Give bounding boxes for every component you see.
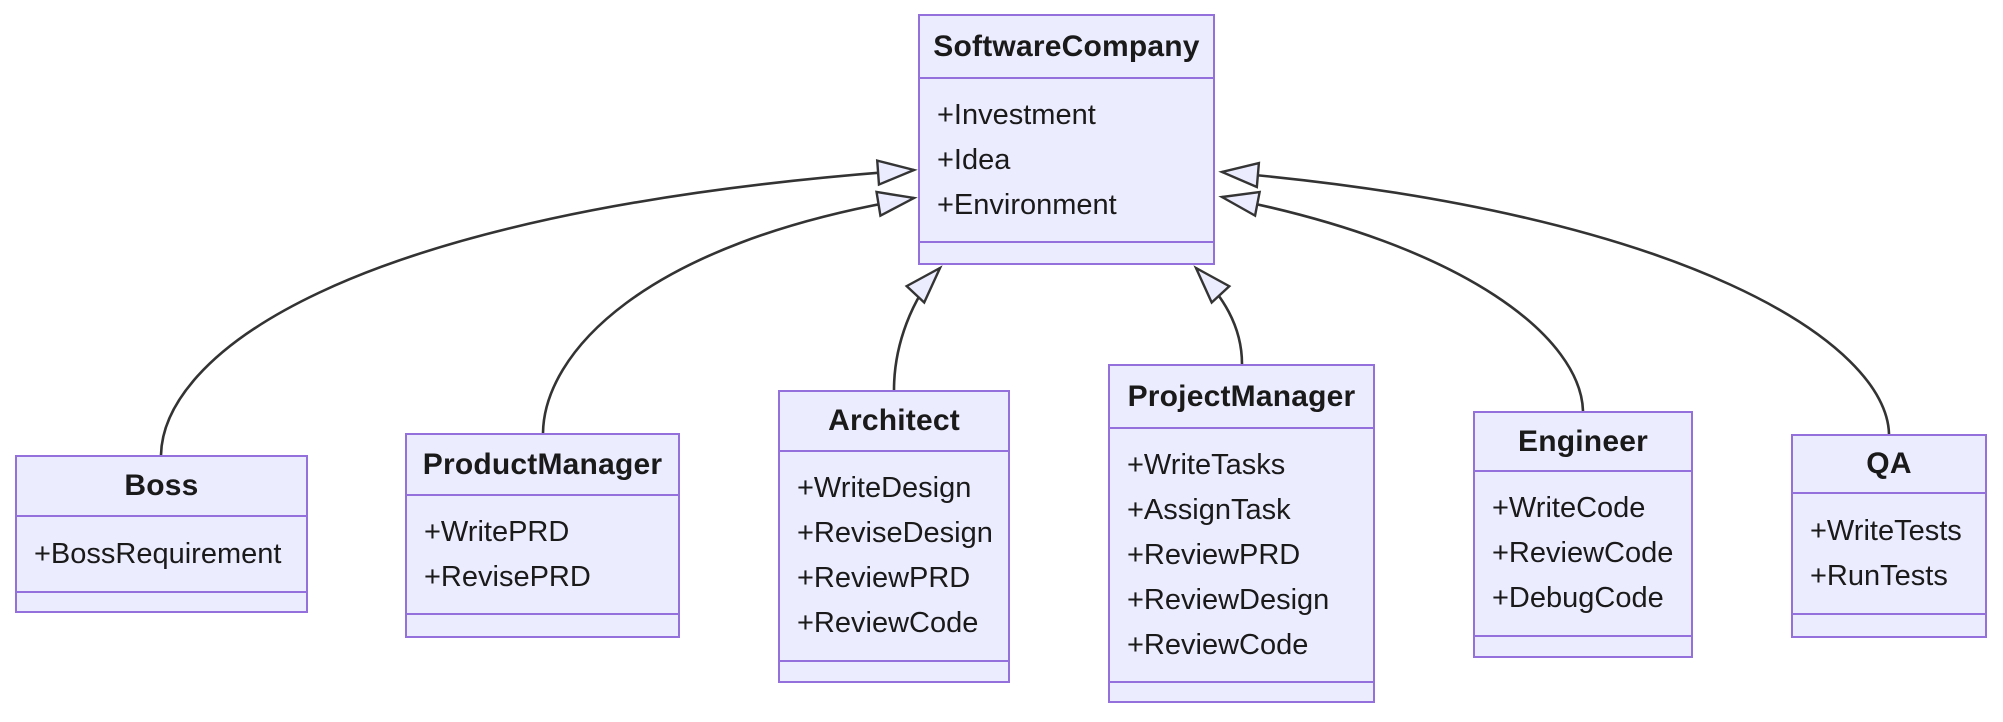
class-attribute: +Environment (937, 188, 1117, 221)
class-attribute: +Idea (937, 143, 1011, 176)
class-title: SoftwareCompany (933, 29, 1200, 63)
class-attribute: +ReviewPRD (797, 562, 971, 594)
class-title: Architect (828, 404, 960, 437)
class-attributes-section: +WriteCode +ReviewCode +DebugCode (1475, 470, 1691, 635)
class-attribute: +ReviewCode (1127, 628, 1309, 661)
class-attribute: +ReviewDesign (1127, 583, 1330, 616)
class-title: QA (1866, 447, 1912, 480)
class-attribute: +WritePRD (424, 515, 570, 548)
class-attribute: +DebugCode (1492, 582, 1664, 614)
class-boss: Boss +BossRequirement (15, 455, 308, 613)
class-attribute: +BossRequirement (34, 537, 282, 570)
class-methods-section (920, 241, 1213, 263)
class-attribute: +ReviseDesign (797, 517, 993, 549)
class-softwarecompany: SoftwareCompany +Investment +Idea +Envir… (918, 14, 1215, 265)
class-engineer: Engineer +WriteCode +ReviewCode +DebugCo… (1473, 411, 1693, 658)
class-attribute: +WriteTasks (1127, 448, 1286, 481)
inheritance-edge-boss (159, 159, 918, 456)
class-attribute: +ReviewPRD (1127, 538, 1301, 571)
inheritance-edge-qa (1218, 161, 1891, 435)
class-attributes-section: +WriteTasks +AssignTask +ReviewPRD +Revi… (1110, 427, 1373, 681)
class-attributes-section: +WriteTests +RunTests (1793, 492, 1985, 613)
class-attributes-section: +Investment +Idea +Environment (920, 77, 1213, 241)
class-attribute: +ReviewCode (1492, 537, 1674, 569)
class-title: ProjectManager (1127, 379, 1356, 413)
class-attribute: +WriteCode (1492, 492, 1646, 524)
class-methods-section (1110, 681, 1373, 701)
class-attribute: +Investment (937, 98, 1096, 131)
class-title: ProductManager (422, 447, 663, 481)
class-projectmanager: ProjectManager +WriteTasks +AssignTask +… (1108, 364, 1375, 703)
class-methods-section (407, 613, 678, 636)
class-title: Boss (124, 469, 199, 502)
class-attributes-section: +BossRequirement (17, 515, 306, 591)
inheritance-edge-engineer (1218, 190, 1585, 412)
class-attribute: +RunTests (1810, 559, 1948, 592)
class-architect: Architect +WriteDesign +ReviseDesign +Re… (778, 390, 1010, 683)
inheritance-edge-architect (892, 265, 943, 391)
class-attribute: +ReviewCode (797, 607, 979, 639)
class-methods-section (780, 660, 1008, 681)
class-productmanager: ProductManager +WritePRD +RevisePRD (405, 433, 680, 638)
class-methods-section (17, 591, 306, 611)
class-qa: QA +WriteTests +RunTests (1791, 434, 1987, 638)
class-attribute: +WriteTests (1810, 514, 1962, 547)
class-attributes-section: +WriteDesign +ReviseDesign +ReviewPRD +R… (780, 450, 1008, 660)
class-attribute: +WriteDesign (797, 472, 972, 504)
class-title: Engineer (1518, 424, 1648, 458)
class-methods-section (1793, 613, 1985, 636)
inheritance-edge-projectmanager (1193, 265, 1244, 365)
class-attributes-section: +WritePRD +RevisePRD (407, 494, 678, 613)
class-attribute: +RevisePRD (424, 560, 591, 593)
class-methods-section (1475, 635, 1691, 656)
inheritance-edge-productmanager (541, 190, 918, 434)
class-attribute: +AssignTask (1127, 493, 1291, 526)
